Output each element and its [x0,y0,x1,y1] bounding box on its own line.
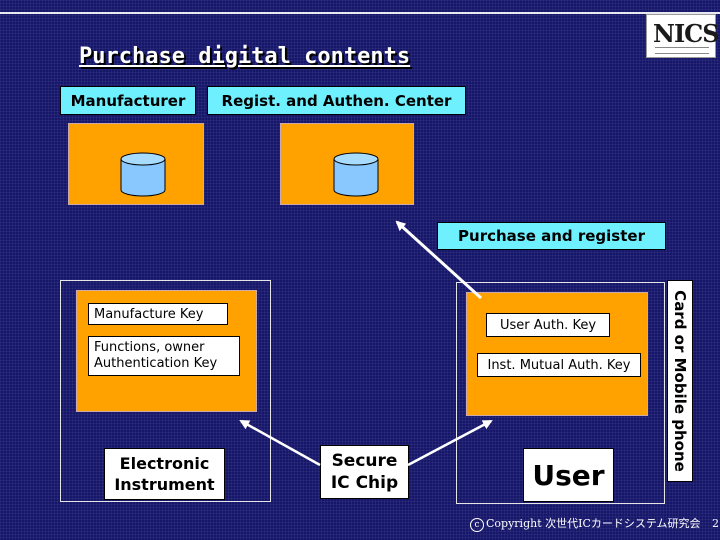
center-label: Regist. and Authen. Center [207,86,466,115]
top-rule [0,12,720,14]
electronic-instrument-frame [60,280,271,502]
functions-auth-key-box: Functions, owner Authentication Key [88,336,240,376]
copyright-text: Copyright 次世代ICカードシステム研究会 [486,517,701,530]
secure-caption-line2: IC Chip [330,473,399,493]
logo-text: NICSS [653,19,720,48]
slide-title: Purchase digital contents [79,44,411,69]
manufacturer-label: Manufacturer [60,86,196,115]
functions-key-line1: Functions, owner [94,340,205,355]
electronic-instrument-caption: Electronic Instrument [104,448,225,500]
page-number: 21 [712,517,720,530]
user-card-frame [456,282,665,504]
instrument-caption-line2: Instrument [114,475,215,494]
user-caption: User [523,448,614,502]
manufacture-key-box: Manufacture Key [88,303,228,325]
chip-to-user-arrow [407,419,493,467]
inst-mutual-auth-key-box: Inst. Mutual Auth. Key [477,353,641,377]
purchase-register-arrow [395,220,483,300]
secure-ic-chip-caption: Secure IC Chip [320,445,409,499]
instrument-caption-line1: Electronic [119,454,210,473]
purchase-register-label: Purchase and register [437,222,666,250]
manufacturer-database-icon [120,152,166,197]
card-or-mobile-label: Card or Mobile phone [667,280,693,482]
nicss-logo: NICSS [646,14,720,58]
logo-subline [655,47,709,54]
copyright-symbol: c [470,518,484,532]
user-auth-key-box: User Auth. Key [486,313,610,337]
center-database-icon [333,152,379,197]
chip-to-instrument-arrow [239,419,321,467]
secure-caption-line1: Secure [331,451,398,471]
functions-key-line2: Authentication Key [94,356,218,371]
